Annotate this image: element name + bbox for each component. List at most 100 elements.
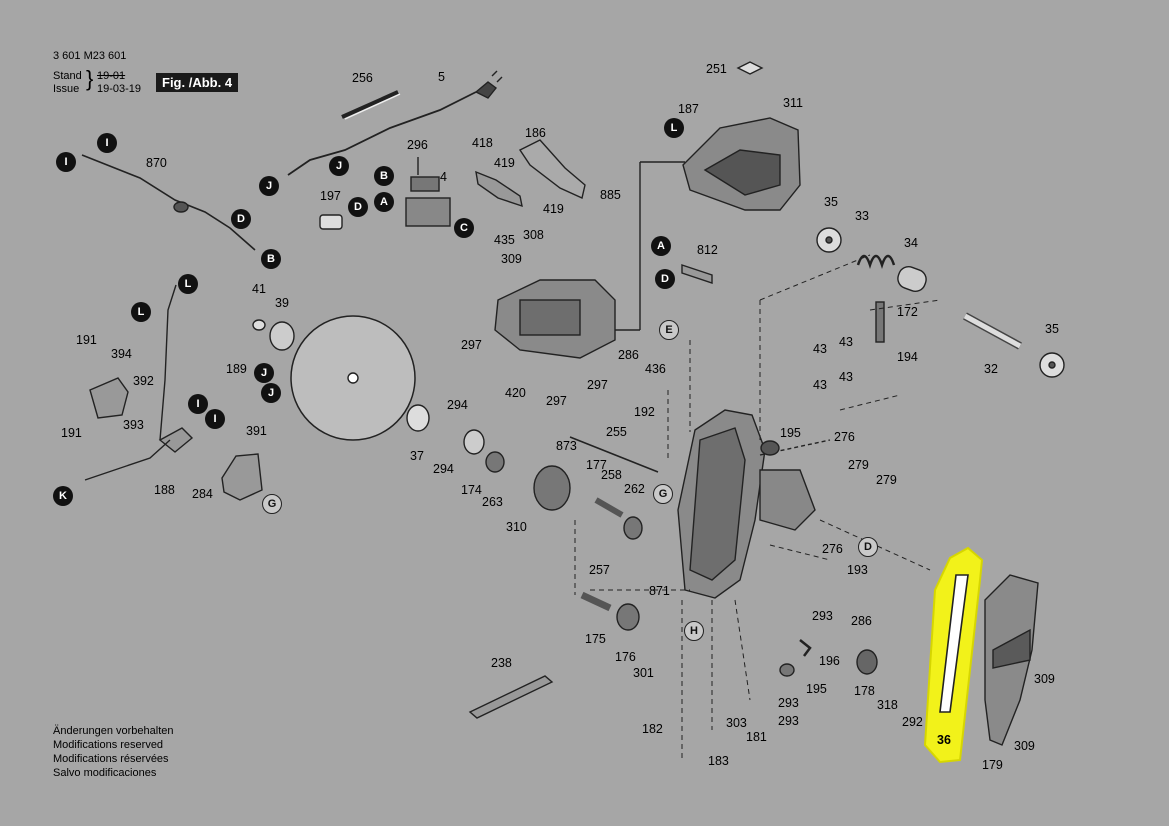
rod-256: [341, 90, 399, 119]
bearing-262: [623, 516, 643, 540]
part-label: 276: [834, 430, 855, 444]
part-label: 294: [447, 398, 468, 412]
doc-number: 3 601 M23 601: [53, 50, 127, 62]
part-label: 258: [601, 468, 622, 482]
part-label: 297: [461, 338, 482, 352]
callout-g: G: [653, 484, 673, 504]
callout-a: A: [374, 192, 394, 212]
part-label: 251: [706, 62, 727, 76]
callout-d: D: [655, 269, 675, 289]
pin-172: [875, 301, 885, 343]
part-label: 43: [813, 378, 827, 392]
part-label: 419: [494, 156, 515, 170]
part-label: 33: [855, 209, 869, 223]
part-label: 43: [839, 370, 853, 384]
note-german: Änderungen vorbehalten: [53, 725, 174, 737]
callout-i: I: [188, 394, 208, 414]
part-label: 297: [587, 378, 608, 392]
part-label: 174: [461, 483, 482, 497]
part-label: 301: [633, 666, 654, 680]
brace: }: [86, 66, 94, 91]
motor-mount: [759, 469, 816, 531]
sleeve-34: [897, 265, 927, 293]
part-label: 286: [851, 614, 872, 628]
part-label: 420: [505, 386, 526, 400]
part-label: 193: [847, 563, 868, 577]
part-label: 37: [410, 449, 424, 463]
part-label: 178: [854, 684, 875, 698]
part-label: 294: [433, 462, 454, 476]
part-label: 197: [320, 189, 341, 203]
part-label: 309: [1014, 739, 1035, 753]
part-label: 318: [877, 698, 898, 712]
part-label: 35: [824, 195, 838, 209]
part-label: 871: [649, 584, 670, 598]
part-label: 873: [556, 439, 577, 453]
part-label: 191: [76, 333, 97, 347]
part-label: 195: [780, 426, 801, 440]
part-label: 308: [523, 228, 544, 242]
flange-37: [406, 404, 430, 432]
part-label: 192: [634, 405, 655, 419]
callout-l: L: [664, 118, 684, 138]
spring-33: [856, 254, 896, 269]
part-label: 183: [708, 754, 729, 768]
part-label: 195: [806, 682, 827, 696]
figure-label: Fig. /Abb. 4: [156, 73, 239, 92]
part-label: 870: [146, 156, 167, 170]
part-label: 41: [252, 282, 266, 296]
gear-873: [533, 465, 571, 511]
part-label: 279: [848, 458, 869, 472]
part-label: 35: [1045, 322, 1059, 336]
part-label: 5: [438, 70, 445, 84]
callout-h: H: [684, 621, 704, 641]
part-label: 263: [482, 495, 503, 509]
part-label: 196: [819, 654, 840, 668]
cap-195: [760, 440, 780, 456]
note-french: Modifications réservées: [53, 753, 169, 765]
part-812: [681, 264, 713, 284]
callout-d: D: [348, 197, 368, 217]
part-label: 885: [600, 188, 621, 202]
plug-icon: [474, 81, 497, 99]
callout-i: I: [56, 152, 76, 172]
part-label: 188: [154, 483, 175, 497]
part-label: 175: [585, 632, 606, 646]
cover-391: [221, 453, 263, 501]
part-label: 393: [123, 418, 144, 432]
note-spanish: Salvo modificaciones: [53, 767, 157, 779]
callout-l: L: [131, 302, 151, 322]
part-label: 179: [982, 758, 1003, 772]
part-label: 256: [352, 71, 373, 85]
part-label: 279: [876, 473, 897, 487]
lever-186: [518, 139, 586, 199]
part-label: 257: [589, 563, 610, 577]
callout-j: J: [261, 383, 281, 403]
gear-176: [616, 603, 640, 631]
part-label: 186: [525, 126, 546, 140]
part-label: 276: [822, 542, 843, 556]
part-label: 286: [618, 348, 639, 362]
callout-d: D: [858, 537, 878, 557]
callout-k: K: [53, 486, 73, 506]
callout-c: C: [454, 218, 474, 238]
belt-36: [939, 574, 969, 713]
part-label: 309: [501, 252, 522, 266]
part-label: 311: [783, 96, 803, 110]
part-label: 812: [697, 243, 718, 257]
part-label: 418: [472, 136, 493, 150]
power-cord-5: [287, 91, 477, 176]
part-label: 394: [111, 347, 132, 361]
part-label: 262: [624, 482, 645, 496]
gear-178: [856, 649, 878, 675]
stand-value: 19-01: [97, 70, 126, 82]
washer-174: [463, 429, 485, 455]
callout-j: J: [254, 363, 274, 383]
part-label: 296: [407, 138, 428, 152]
cable-870: [81, 154, 256, 251]
callout-a: A: [651, 236, 671, 256]
part-label: 284: [192, 487, 213, 501]
part-label: 182: [642, 722, 663, 736]
